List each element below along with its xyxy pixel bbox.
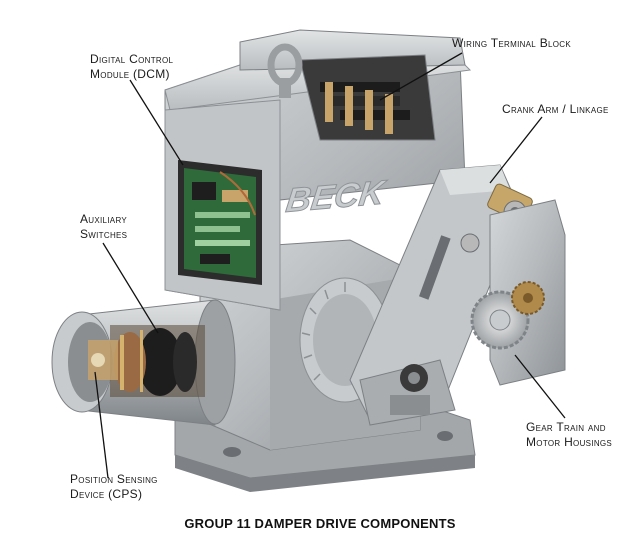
- label-aux-line1: Auxiliary: [80, 212, 128, 226]
- label-aux-line2: Switches: [80, 227, 128, 241]
- label-digital-control-module: Digital Control Module (DCM): [90, 52, 173, 82]
- label-auxiliary-switches: Auxiliary Switches: [80, 212, 127, 242]
- label-gear-line1: Gear Train and: [526, 420, 606, 434]
- label-cps-line2: Device (CPS): [70, 487, 143, 501]
- brand-logo: BECK: [284, 174, 389, 220]
- label-wiring-terminal-block: Wiring Terminal Block: [452, 36, 571, 51]
- label-dcm-line1: Digital Control: [90, 52, 174, 66]
- leader-dcm: [129, 79, 184, 166]
- label-crank-arm-linkage: Crank Arm / Linkage: [502, 102, 609, 117]
- gear-train-housing: [470, 199, 566, 386]
- wiring-terminal-compartment: [239, 29, 466, 141]
- label-position-sensing-device: Position Sensing Device (CPS): [70, 472, 158, 502]
- figure-caption: GROUP 11 DAMPER DRIVE COMPONENTS: [184, 516, 456, 531]
- label-gear-train-motor-housings: Gear Train and Motor Housings: [526, 420, 612, 450]
- label-crank-line1: Crank Arm / Linkage: [502, 102, 609, 116]
- leader-lines: [94, 52, 566, 479]
- leader-cps: [94, 371, 109, 479]
- leader-wiring: [379, 52, 463, 101]
- crank-arm: [349, 164, 533, 426]
- label-cps-line1: Position Sensing: [70, 472, 158, 486]
- leader-gear: [514, 354, 566, 419]
- label-gear-line2: Motor Housings: [526, 435, 613, 449]
- label-dcm-line2: Module (DCM): [90, 67, 170, 81]
- label-wiring-line1: Wiring Terminal Block: [452, 36, 571, 50]
- leader-aux: [102, 242, 159, 334]
- position-sensing-device: [51, 299, 236, 426]
- leader-crank: [489, 116, 543, 184]
